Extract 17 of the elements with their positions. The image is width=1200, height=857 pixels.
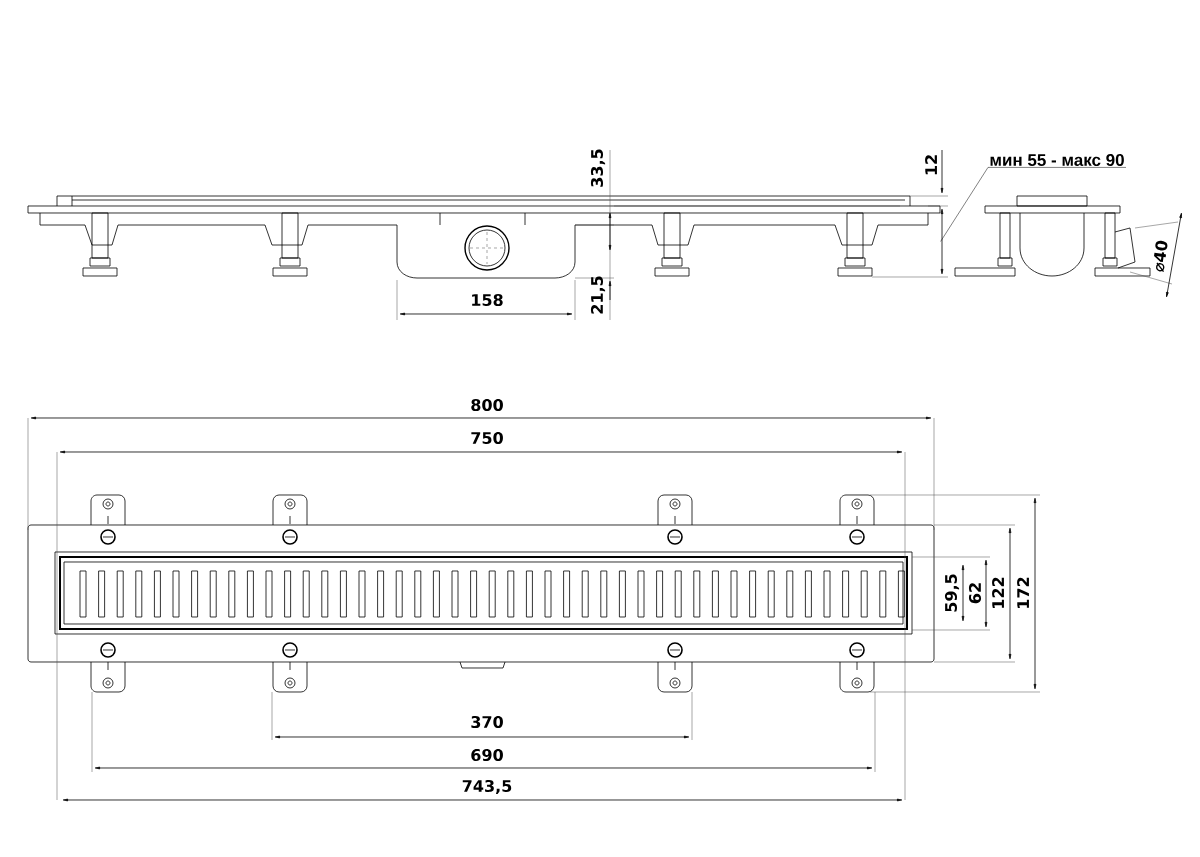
leader-line xyxy=(940,167,1127,242)
dimension-label: 800 xyxy=(471,398,503,412)
dimension-label: 370 xyxy=(471,715,503,729)
dimension-label: 158 xyxy=(472,293,503,307)
dimension-label: 33,5 xyxy=(590,149,606,187)
dimension-line xyxy=(940,208,944,275)
dimension-label: 59,5 xyxy=(944,574,960,612)
dimension-label: 12 xyxy=(925,155,937,175)
dimension-label: мин 55 - макс 90 xyxy=(990,154,1124,167)
dimension-label: 743,5 xyxy=(462,779,512,795)
dimension-label: ⌀40 xyxy=(1154,240,1168,272)
dimension-label: 172 xyxy=(1017,577,1029,608)
dimension-label: 122 xyxy=(992,577,1004,608)
dimension-label: 21,5 xyxy=(590,276,606,314)
dimension-label: 750 xyxy=(471,431,503,445)
dimension-label: 690 xyxy=(471,748,503,762)
dimension-label: 62 xyxy=(968,583,982,604)
